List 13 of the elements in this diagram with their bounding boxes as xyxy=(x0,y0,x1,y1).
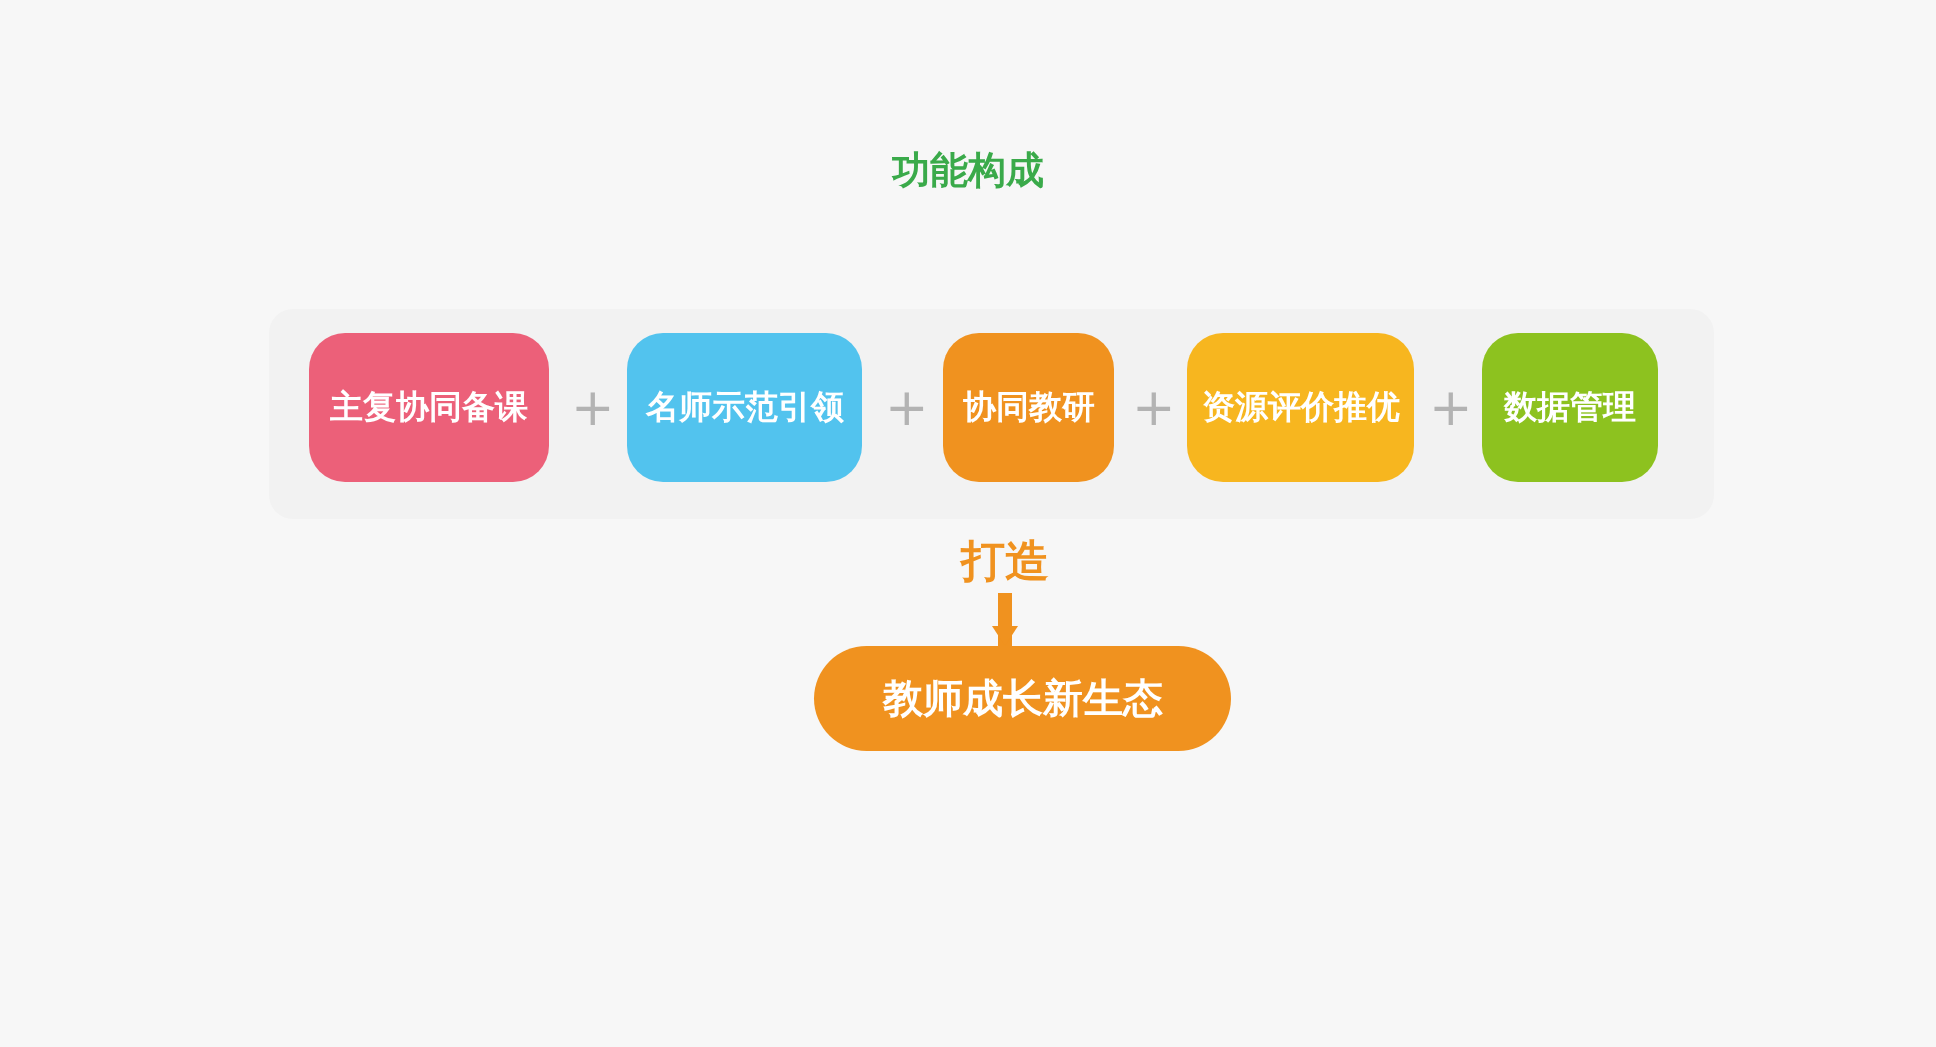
plus-sign: + xyxy=(885,377,921,437)
caption-text: 打造 xyxy=(961,532,1049,591)
feature-box: 资源评价推优 xyxy=(1187,333,1414,482)
feature-box: 协同教研 xyxy=(943,333,1114,482)
feature-box: 主复协同备课 xyxy=(309,333,549,482)
title: 功能构成 xyxy=(892,148,1044,192)
feature-box: 名师示范引领 xyxy=(627,333,862,482)
result-pill: 教师成长新生态 xyxy=(814,646,1231,751)
feature-box: 数据管理 xyxy=(1482,333,1658,482)
plus-sign: + xyxy=(1132,377,1168,437)
arrow xyxy=(992,593,1018,646)
plus-sign: + xyxy=(1429,377,1465,437)
plus-sign: + xyxy=(571,377,607,437)
